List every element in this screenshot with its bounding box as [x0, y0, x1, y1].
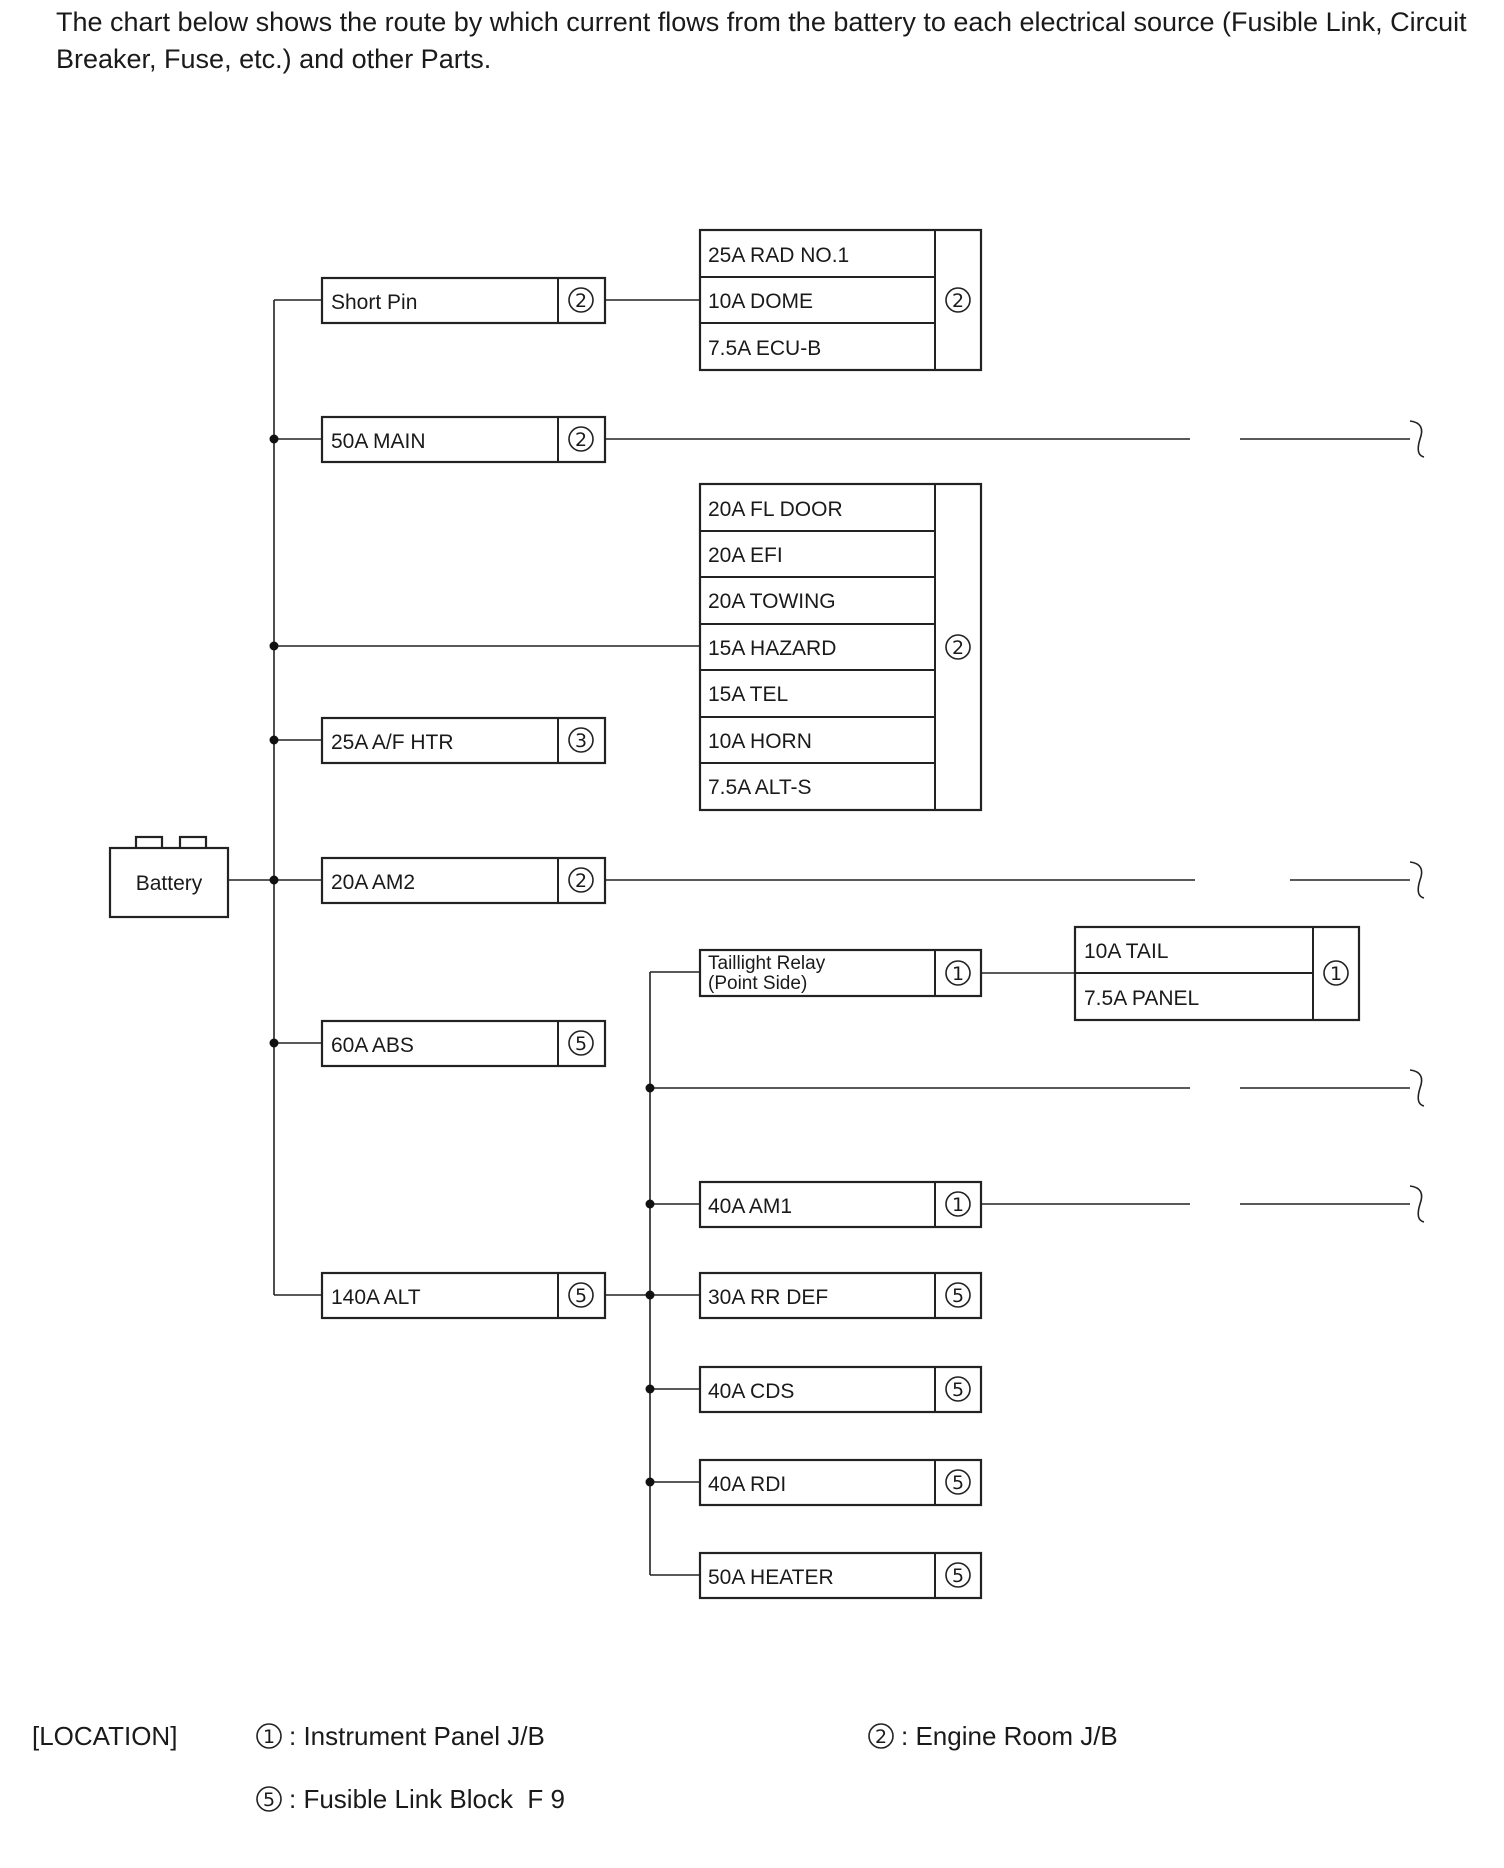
- location-number: 5: [952, 1379, 964, 1401]
- location-number: 5: [952, 1285, 964, 1307]
- fuse-label: 10A HORN: [708, 730, 812, 753]
- fuse-label: 50A MAIN: [331, 430, 426, 453]
- fuse-label: 20A EFI: [708, 544, 783, 567]
- fuse-label: 10A TAIL: [1084, 940, 1168, 963]
- location-legend: [LOCATION] 1 : Instrument Panel J/B 2 : …: [32, 1721, 1118, 1814]
- level1-short-pin: Short Pin 2: [320, 276, 607, 325]
- location-number: 5: [575, 1033, 587, 1055]
- location-number: 1: [952, 963, 964, 985]
- fuse-label: 30A RR DEF: [708, 1286, 828, 1309]
- intro-text: The chart below shows the route by which…: [56, 7, 1467, 74]
- location-number: 2: [575, 870, 587, 892]
- fuse-label: 20A AM2: [331, 871, 415, 894]
- level1-25a-af-htr: 25A A/F HTR 3: [320, 716, 607, 765]
- alt-fuse-40a-cds: 40A CDS 5: [698, 1365, 983, 1414]
- fuse-label: 7.5A ECU-B: [708, 337, 821, 360]
- fuse-label: 15A TEL: [708, 683, 788, 706]
- fuse-label: 50A HEATER: [708, 1566, 834, 1589]
- location-number: 2: [952, 637, 964, 659]
- battery-label: Battery: [136, 872, 203, 895]
- location-entry-text: : Fusible Link Block F 9: [289, 1784, 565, 1814]
- fuse-label: 60A ABS: [331, 1034, 414, 1057]
- fuse-label: 40A AM1: [708, 1195, 792, 1218]
- fuse-label: 140A ALT: [331, 1286, 421, 1309]
- fuse-label: 20A FL DOOR: [708, 498, 843, 521]
- fuse-label: 7.5A PANEL: [1084, 987, 1199, 1010]
- location-number: 2: [875, 1726, 887, 1748]
- level1-20a-am2: 20A AM2 2: [320, 856, 607, 905]
- location-number: 1: [952, 1194, 964, 1216]
- location-number: 5: [952, 1472, 964, 1494]
- fuse-label: 20A TOWING: [708, 590, 836, 613]
- location-number: 5: [263, 1789, 275, 1811]
- relay-label-line1: Taillight Relay: [708, 953, 826, 974]
- fuse-group-short-pin: 25A RAD NO.1 10A DOME 7.5A ECU-B 2: [698, 228, 983, 372]
- location-number: 3: [575, 730, 587, 752]
- fuse-label: 25A RAD NO.1: [708, 244, 849, 267]
- level1-140a-alt: 140A ALT 5: [320, 1271, 607, 1320]
- alt-fuse-30a-rr-def: 30A RR DEF 5: [698, 1271, 983, 1320]
- level1-60a-abs: 60A ABS 5: [320, 1019, 607, 1068]
- alt-fuse-40a-am1: 40A AM1 1: [698, 1180, 983, 1229]
- fuse-label: 25A A/F HTR: [331, 731, 454, 754]
- battery: Battery: [108, 835, 230, 919]
- fuse-group-taillight: 10A TAIL 7.5A PANEL 1: [1073, 925, 1361, 1022]
- location-entry-text: : Engine Room J/B: [901, 1721, 1118, 1751]
- fuse-group-direct: 20A FL DOOR 20A EFI 20A TOWING 15A HAZAR…: [698, 482, 983, 812]
- fuse-label: 40A CDS: [708, 1380, 794, 1403]
- fuse-label: 15A HAZARD: [708, 637, 836, 660]
- wiring: [228, 299, 1425, 1576]
- relay-label-line2: (Point Side): [708, 973, 807, 994]
- location-number: 5: [575, 1285, 587, 1307]
- junction-dots: [269, 434, 655, 1487]
- alt-fuse-40a-rdi: 40A RDI 5: [698, 1458, 983, 1507]
- location-number: 1: [1330, 963, 1342, 985]
- location-heading: [LOCATION]: [32, 1721, 177, 1751]
- location-number: 2: [952, 290, 964, 312]
- location-number: 5: [952, 1565, 964, 1587]
- location-number: 2: [575, 290, 587, 312]
- fuse-label: 7.5A ALT-S: [708, 776, 812, 799]
- fuse-label: 40A RDI: [708, 1473, 786, 1496]
- level1-50a-main: 50A MAIN 2: [320, 415, 607, 464]
- fuse-label: 10A DOME: [708, 290, 813, 313]
- location-entry-text: : Instrument Panel J/B: [289, 1721, 545, 1751]
- taillight-relay: Taillight Relay (Point Side) 1: [698, 948, 983, 998]
- alt-fuse-50a-heater: 50A HEATER 5: [698, 1551, 983, 1600]
- location-number: 2: [575, 429, 587, 451]
- location-number: 1: [263, 1726, 275, 1748]
- fuse-label: Short Pin: [331, 291, 417, 314]
